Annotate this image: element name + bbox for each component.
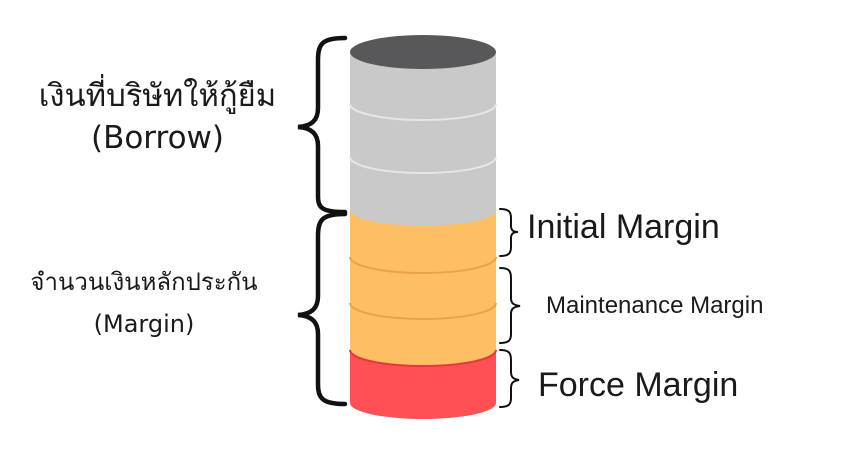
cylinder-top-cap	[350, 35, 496, 69]
margin-segment	[350, 210, 496, 366]
maintenance-margin-label: Maintenance Margin	[546, 292, 764, 319]
borrow-brace	[297, 35, 348, 215]
borrow-ring-line	[349, 156, 497, 174]
force-margin-label: Force Margin	[538, 366, 739, 404]
borrow-ring-line	[349, 103, 497, 121]
maintenance-margin-brace	[499, 267, 521, 344]
initial-margin-brace	[499, 208, 519, 257]
initial-margin-label: Initial Margin	[527, 208, 720, 246]
margin-brace	[297, 211, 348, 407]
margin-ring-line	[349, 302, 497, 320]
borrow-thai-label: เงินที่บริษัทให้กู้ยืม	[38, 78, 277, 114]
borrow-english-label: (Borrow)	[90, 120, 224, 156]
margin-ring-line	[349, 256, 497, 274]
force-margin-brace	[499, 349, 520, 408]
borrow-segment	[350, 52, 496, 226]
force-margin-segment	[350, 350, 496, 419]
margin-thai-label: จำนวนเงินหลักประกัน	[30, 268, 258, 296]
force-ring-line	[349, 349, 497, 367]
margin-english-label: (Margin)	[93, 310, 195, 338]
